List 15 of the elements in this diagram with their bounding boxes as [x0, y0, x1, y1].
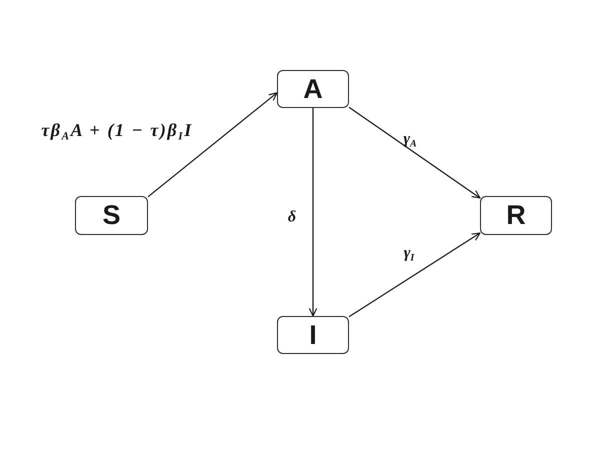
state-box: [480, 196, 552, 235]
rate-label: γ$_{I}$: [404, 243, 414, 263]
state-label: I: [309, 322, 317, 348]
arrow: [308, 108, 318, 317]
state-label: S: [102, 202, 120, 229]
arrow: [348, 106, 481, 198]
arrow: [348, 232, 481, 318]
state-box: [75, 196, 148, 235]
state-box: [277, 70, 349, 108]
arrow: [148, 92, 278, 198]
state-box: [277, 316, 349, 354]
rate-label: δ: [288, 207, 296, 227]
rate-label: τβ$_{A}$A + (1 − τ)β$_{I}$I: [41, 120, 193, 142]
state-label: A: [303, 76, 323, 102]
state-label: R: [506, 202, 526, 229]
